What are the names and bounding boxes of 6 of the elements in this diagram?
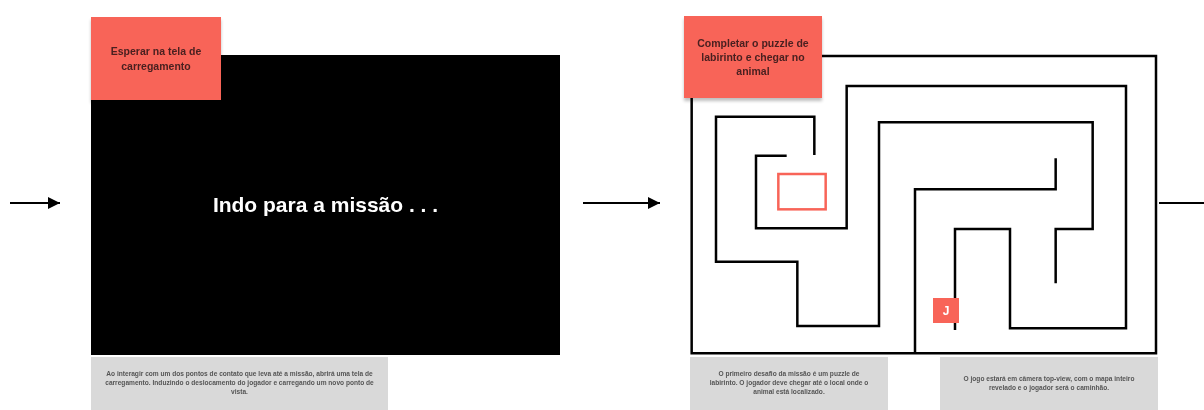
player-marker: J (933, 298, 959, 323)
sticky-note: Completar o puzzle de labirinto e chegar no animal (684, 16, 822, 98)
sticky-note: Esperar na tela de carregamento (91, 17, 221, 100)
arrow (582, 197, 661, 209)
arrow (9, 197, 61, 209)
maze-drawing (691, 55, 1158, 355)
